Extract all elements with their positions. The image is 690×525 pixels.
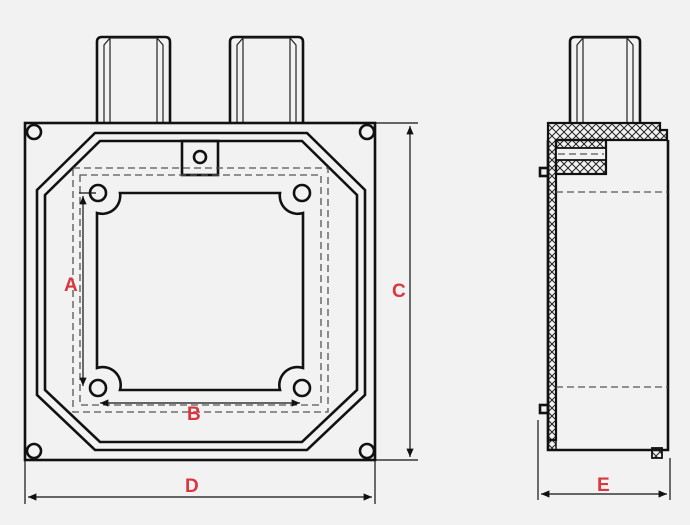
hidden-outline-outer <box>72 167 329 413</box>
mounting-hole <box>358 123 376 141</box>
lid-outer-outline <box>35 131 367 452</box>
side-foot <box>651 447 663 459</box>
mounting-hole <box>25 123 43 141</box>
tab-hole <box>192 149 208 165</box>
base-plate <box>23 121 377 462</box>
dimension-e: E <box>537 420 671 500</box>
side-view <box>538 35 670 459</box>
dimension-label-a: A <box>64 275 78 296</box>
screw-hole <box>88 378 108 398</box>
lid-inner-outline <box>43 139 359 444</box>
cable-gland-right <box>228 35 305 123</box>
dimension-label-c: C <box>392 281 406 302</box>
dimension-b: B <box>100 399 300 425</box>
window-opening <box>95 191 305 392</box>
cable-gland-left <box>95 35 172 123</box>
dimension-c: C <box>375 122 418 461</box>
side-cable-gland <box>568 35 642 123</box>
top-tab <box>180 139 220 177</box>
mounting-hole <box>25 442 43 460</box>
dimension-label-e: E <box>597 475 610 496</box>
dimension-label-b: B <box>187 404 201 425</box>
dimension-d: D <box>24 460 376 504</box>
dimension-a: A <box>64 192 96 386</box>
front-view <box>23 35 377 462</box>
mounting-hole <box>358 442 376 460</box>
dimension-label-d: D <box>185 476 199 497</box>
screw-hole <box>292 183 312 203</box>
screw-hole <box>292 378 312 398</box>
